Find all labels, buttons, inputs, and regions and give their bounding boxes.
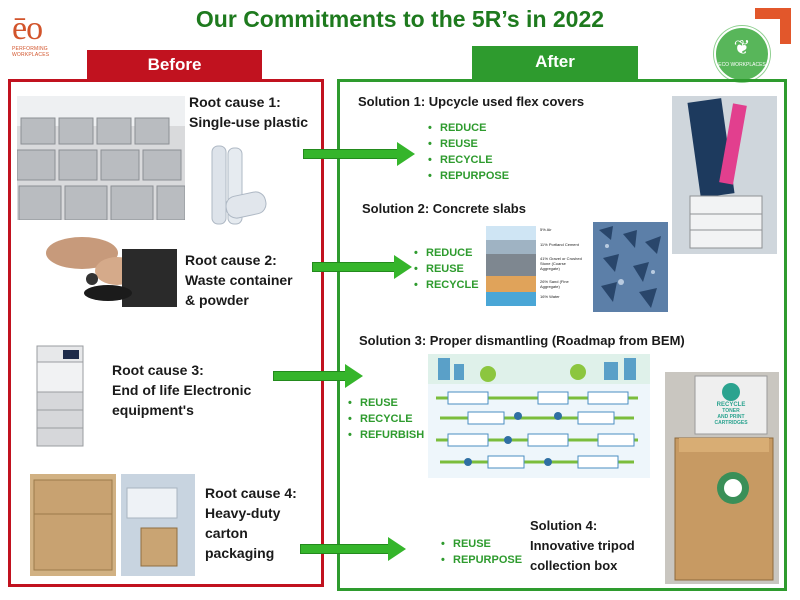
solution-4-line: Innovative tripod bbox=[530, 538, 635, 553]
concrete-slab-photo bbox=[593, 222, 668, 312]
list-item: •REDUCE bbox=[414, 247, 473, 259]
recycle-collection-box-photo: RECYCLE TONER AND PRINT CARTRIDGES bbox=[665, 372, 779, 584]
packaging-foam-photo bbox=[121, 474, 195, 576]
root-cause-title: Root cause 4: bbox=[205, 485, 297, 501]
root-cause-title: Root cause 2: bbox=[185, 252, 277, 268]
root-cause-line: & powder bbox=[185, 292, 249, 308]
recycle-sign-line: CARTRIDGES bbox=[714, 420, 748, 426]
toner-powder-photo bbox=[22, 231, 177, 323]
list-item: •RECYCLE bbox=[414, 279, 479, 291]
root-cause-line: Waste container bbox=[185, 272, 293, 288]
plastic-rolls-image bbox=[206, 142, 268, 228]
concrete-label: 11% Portland Cement bbox=[540, 242, 579, 247]
arrow-right-icon bbox=[303, 142, 415, 166]
arrow-right-icon bbox=[300, 537, 406, 561]
root-cause-line: Single-use plastic bbox=[189, 114, 309, 130]
root-cause-3: Root cause 3: End of life Electronic equ… bbox=[112, 360, 251, 420]
root-cause-title: Root cause 1: bbox=[189, 94, 281, 110]
root-cause-line: Heavy-duty bbox=[205, 505, 281, 521]
concrete-composition-diagram: 5% Air 11% Portland Cement 41% Gravel or… bbox=[478, 222, 588, 312]
multifunction-printer-image bbox=[33, 340, 87, 452]
list-item: •REUSE bbox=[441, 538, 491, 550]
solution-3-list: •REUSE •RECYCLE •REFURBISH bbox=[348, 395, 424, 443]
root-cause-line: equipment's bbox=[112, 402, 194, 418]
concrete-label: 5% Air bbox=[540, 227, 552, 232]
root-cause-4: Root cause 4: Heavy-duty carton packagin… bbox=[205, 483, 297, 563]
leaf-icon: ❦ bbox=[733, 37, 751, 59]
eco-workplaces-badge: ❦ ECO WORKPLACES bbox=[714, 26, 770, 82]
page-title: Our Commitments to the 5R’s in 2022 bbox=[195, 6, 605, 32]
root-cause-title: Root cause 3: bbox=[112, 362, 204, 378]
root-cause-line: End of life Electronic bbox=[112, 382, 252, 398]
list-item: •REDUCE bbox=[428, 122, 487, 134]
before-panel bbox=[8, 79, 324, 587]
arrow-right-icon bbox=[312, 255, 412, 279]
solution-4-title: Solution 4: Innovative tripod collection… bbox=[530, 516, 635, 576]
root-cause-line: packaging bbox=[205, 545, 275, 561]
solution-1-list: •REDUCE •REUSE •RECYCLE •REPURPOSE bbox=[428, 120, 509, 184]
eco-badge-text: ECO WORKPLACES bbox=[718, 62, 766, 68]
list-item: •REUSE bbox=[428, 138, 478, 150]
flex-cover-printer-photo bbox=[672, 96, 777, 254]
solution-4-list: •REUSE •REPURPOSE bbox=[441, 536, 522, 568]
after-header: After bbox=[472, 46, 638, 79]
list-item: •RECYCLE bbox=[348, 413, 413, 425]
concrete-label: 16% Water bbox=[540, 294, 560, 299]
concrete-label: 41% Gravel or Crushed Stone (Coarse Aggr… bbox=[540, 256, 582, 271]
list-item: •REUSE bbox=[414, 263, 464, 275]
root-cause-1: Root cause 1: Single-use plastic bbox=[189, 92, 308, 132]
solution-3-title: Solution 3: Proper dismantling (Roadmap … bbox=[359, 333, 685, 348]
recycle-sign-line: RECYCLE bbox=[716, 402, 746, 408]
solution-2-list: •REDUCE •REUSE •RECYCLE bbox=[414, 245, 479, 293]
arrow-right-icon bbox=[273, 364, 363, 388]
root-cause-line: carton bbox=[205, 525, 248, 541]
after-panel bbox=[337, 79, 787, 591]
before-header: Before bbox=[87, 50, 262, 79]
recycle-sign-line: AND PRINT bbox=[717, 414, 745, 420]
solution-2-title: Solution 2: Concrete slabs bbox=[362, 201, 526, 216]
company-logo: ēo PERFORMING WORKPLACES bbox=[12, 10, 72, 59]
list-item: •REUSE bbox=[348, 397, 398, 409]
solution-1-title: Solution 1: Upcycle used flex covers bbox=[358, 94, 585, 109]
list-item: •REFURBISH bbox=[348, 429, 425, 441]
root-cause-2: Root cause 2: Waste container & powder bbox=[185, 250, 293, 310]
logo-tagline: PERFORMING WORKPLACES bbox=[12, 46, 50, 58]
solution-4-line: collection box bbox=[530, 558, 618, 573]
solution-4-heading: Solution 4: bbox=[530, 518, 598, 533]
recycle-sign: RECYCLE TONER AND PRINT CARTRIDGES bbox=[695, 402, 767, 426]
list-item: •REPURPOSE bbox=[428, 170, 510, 182]
list-item: •RECYCLE bbox=[428, 154, 493, 166]
printers-warehouse-photo bbox=[17, 96, 185, 220]
dismantling-roadmap-diagram bbox=[428, 354, 650, 478]
logo-mark: ēo bbox=[12, 10, 43, 47]
concrete-label: 26% Sand (Fine Aggregate) bbox=[540, 279, 569, 289]
list-item: •REPURPOSE bbox=[441, 554, 523, 566]
carton-boxes-photo bbox=[30, 474, 116, 576]
recycle-sign-line: TONER bbox=[722, 408, 740, 414]
corner-bracket-icon bbox=[755, 8, 791, 44]
